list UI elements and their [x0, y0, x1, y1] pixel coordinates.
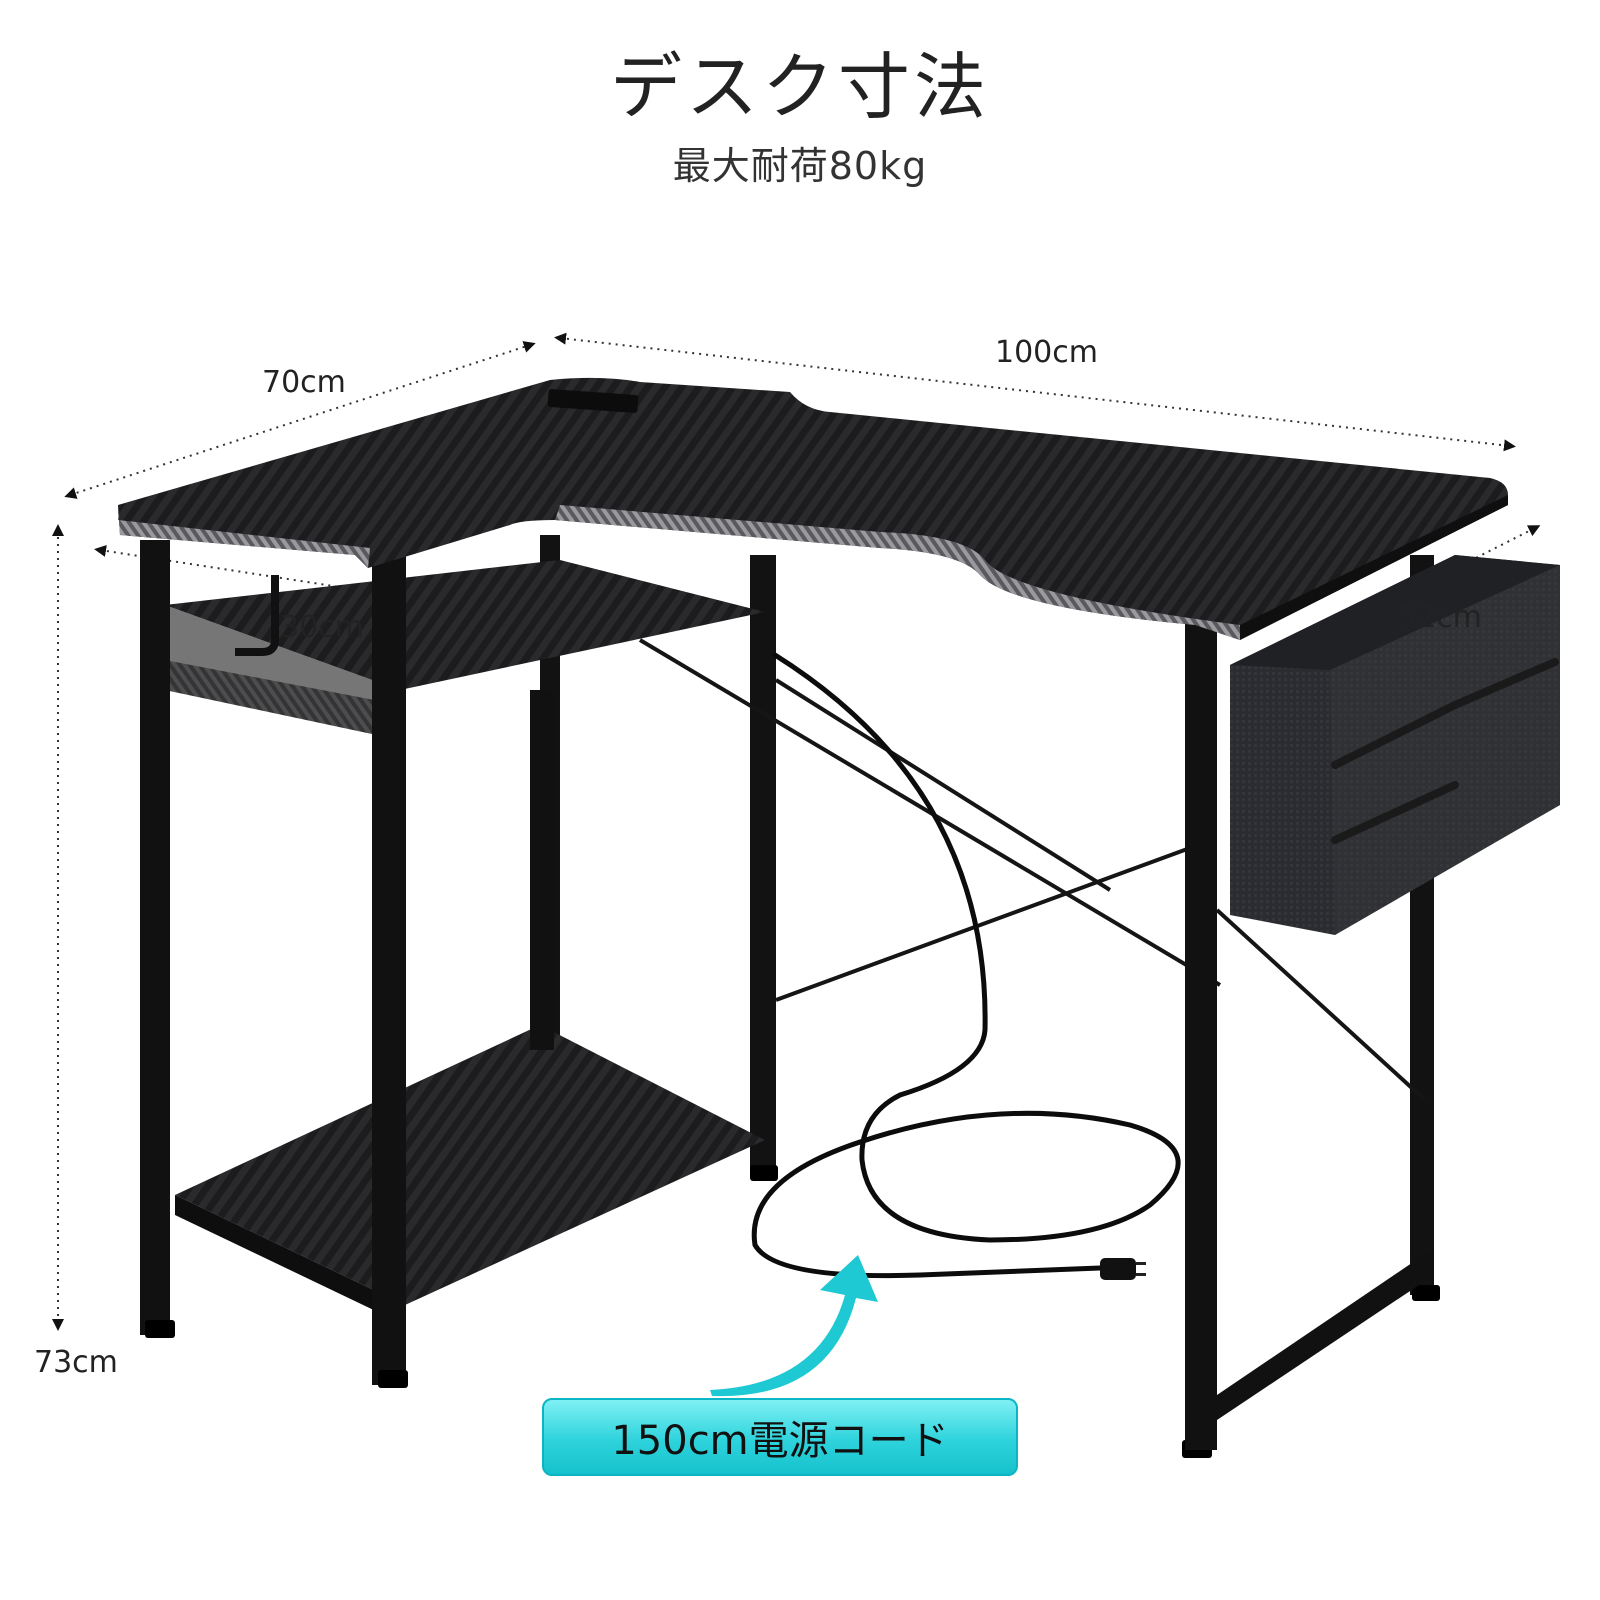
- bag-dimension-label: 52cm: [1398, 600, 1482, 635]
- desktop: [118, 377, 1508, 640]
- width-dimension-label: 100cm: [995, 335, 1098, 370]
- upper-shelf: [165, 560, 765, 690]
- power-cord-badge: 150cm電源コード: [542, 1398, 1018, 1476]
- curved-arrow-icon: [710, 1255, 878, 1397]
- power-cord-label: 150cm電源コード: [611, 1418, 949, 1464]
- front-left-legs: [140, 540, 554, 1385]
- page-title: デスク寸法: [609, 45, 990, 129]
- height-dimension-label: 73cm: [34, 1345, 118, 1380]
- headphone-hook: [235, 575, 279, 656]
- load-capacity: 最大耐荷80kg: [672, 144, 928, 188]
- shelf-dimension-label: 30cm: [280, 610, 364, 645]
- power-plug-icon: [1100, 1258, 1146, 1280]
- cross-braces: [638, 638, 1222, 1002]
- depth-dimension-label: 70cm: [262, 365, 346, 400]
- lower-shelf: [175, 1025, 765, 1305]
- storage-bag: [1230, 555, 1560, 935]
- power-outlet: [547, 389, 639, 413]
- right-side-frame: [1185, 600, 1434, 1450]
- power-cord: [751, 652, 1181, 1279]
